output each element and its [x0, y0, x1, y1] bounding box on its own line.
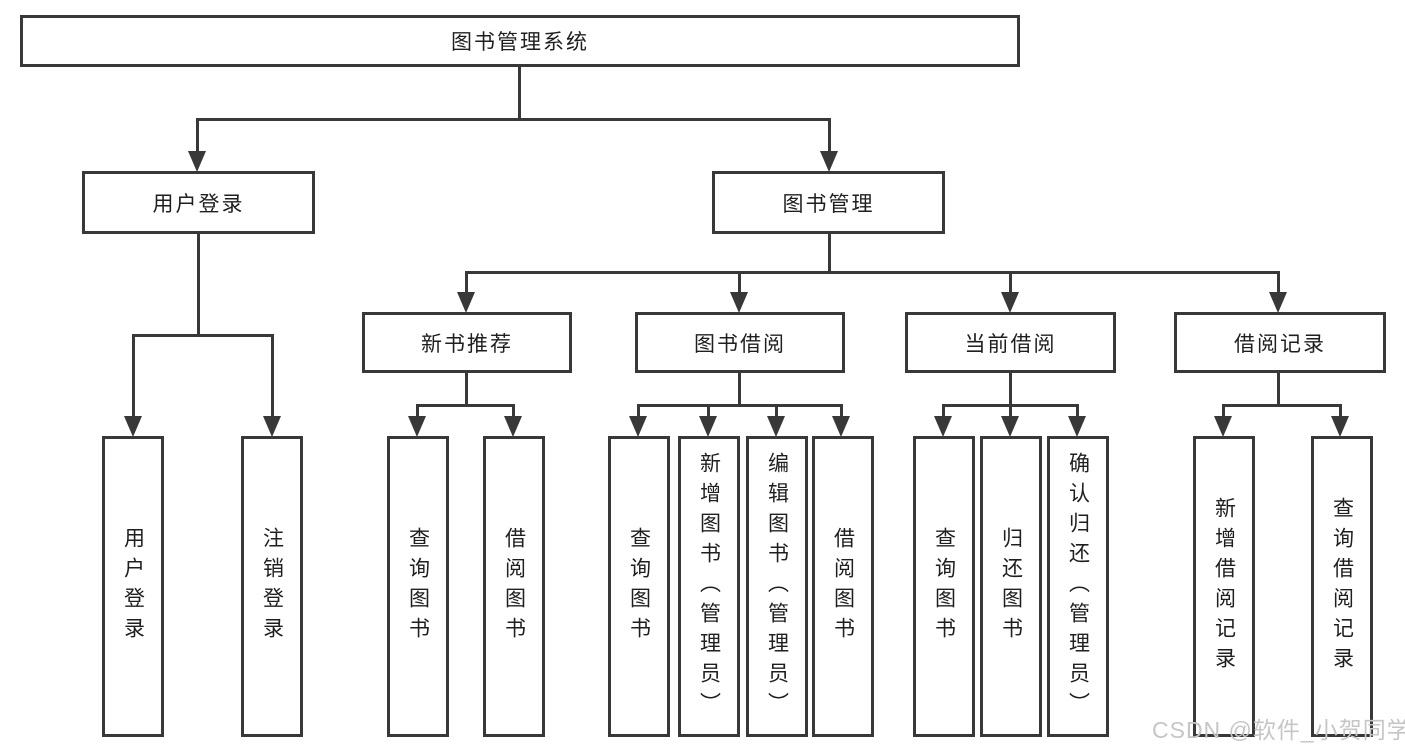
- arrow-down-icon: [408, 416, 426, 437]
- connector: [828, 233, 831, 274]
- arrow-down-icon: [767, 416, 785, 437]
- watermark: CSDN @软件_小贺同学: [1152, 717, 1405, 743]
- node-bb-edit-books-admin: 编辑图书（管理员）: [746, 436, 808, 737]
- connector: [132, 334, 135, 419]
- connector: [1009, 271, 1012, 296]
- node-logout-action: 注销登录: [241, 436, 303, 737]
- arrow-down-icon: [730, 292, 748, 313]
- node-cb-return-books: 归还图书: [980, 436, 1042, 737]
- connector: [1009, 404, 1012, 419]
- connector: [512, 404, 515, 419]
- node-user-login-action: 用户登录: [102, 436, 164, 737]
- connector: [197, 233, 200, 337]
- node-nb-borrow-books: 借阅图书: [483, 436, 545, 737]
- connector: [196, 118, 831, 121]
- arrow-down-icon: [1269, 292, 1287, 313]
- node-cb-confirm-return-admin: 确认归还（管理员）: [1047, 436, 1109, 737]
- connector: [465, 372, 468, 407]
- arrow-down-icon: [629, 416, 647, 437]
- node-br-query-record: 查询借阅记录: [1311, 436, 1373, 737]
- connector: [1339, 404, 1342, 419]
- arrow-down-icon: [457, 292, 475, 313]
- node-borrow-records: 借阅记录: [1174, 312, 1386, 373]
- connector: [416, 404, 419, 419]
- node-br-add-record: 新增借阅记录: [1193, 436, 1255, 737]
- arrow-down-icon: [188, 151, 206, 172]
- connector: [416, 404, 515, 407]
- connector: [1277, 271, 1280, 296]
- connector: [637, 404, 640, 419]
- connector: [738, 271, 741, 296]
- connector: [775, 404, 778, 419]
- arrow-down-icon: [1214, 416, 1232, 437]
- connector: [196, 118, 199, 156]
- node-current-borrowing: 当前借阅: [905, 312, 1116, 373]
- connector: [1076, 404, 1079, 419]
- connector: [465, 271, 1280, 274]
- arrow-down-icon: [1068, 416, 1086, 437]
- arrow-down-icon: [504, 416, 522, 437]
- connector: [1222, 404, 1342, 407]
- connector: [132, 334, 274, 337]
- node-cb-query-books: 查询图书: [913, 436, 975, 737]
- node-bb-add-books-admin: 新增图书（管理员）: [678, 436, 740, 737]
- connector: [738, 372, 741, 407]
- connector: [637, 404, 843, 407]
- connector: [707, 404, 710, 419]
- node-bb-borrow-books: 借阅图书: [812, 436, 874, 737]
- node-bb-query-books: 查询图书: [608, 436, 670, 737]
- connector: [1222, 404, 1225, 419]
- connector: [840, 404, 843, 419]
- node-nb-query-books: 查询图书: [387, 436, 449, 737]
- arrow-down-icon: [1001, 292, 1019, 313]
- arrow-down-icon: [820, 151, 838, 172]
- connector: [942, 404, 945, 419]
- connector: [465, 271, 468, 296]
- connector: [1277, 372, 1280, 407]
- connector: [518, 66, 521, 120]
- arrow-down-icon: [124, 416, 142, 437]
- connector: [1009, 372, 1012, 407]
- node-book-management: 图书管理: [712, 171, 945, 234]
- arrow-down-icon: [263, 416, 281, 437]
- arrow-down-icon: [934, 416, 952, 437]
- arrow-down-icon: [1331, 416, 1349, 437]
- arrow-down-icon: [1001, 416, 1019, 437]
- node-new-book-recommend: 新书推荐: [362, 312, 572, 373]
- node-user-login: 用户登录: [82, 171, 315, 234]
- connector: [271, 334, 274, 419]
- node-book-borrowing: 图书借阅: [635, 312, 845, 373]
- arrow-down-icon: [699, 416, 717, 437]
- node-library-system: 图书管理系统: [20, 15, 1020, 67]
- connector: [828, 118, 831, 156]
- arrow-down-icon: [832, 416, 850, 437]
